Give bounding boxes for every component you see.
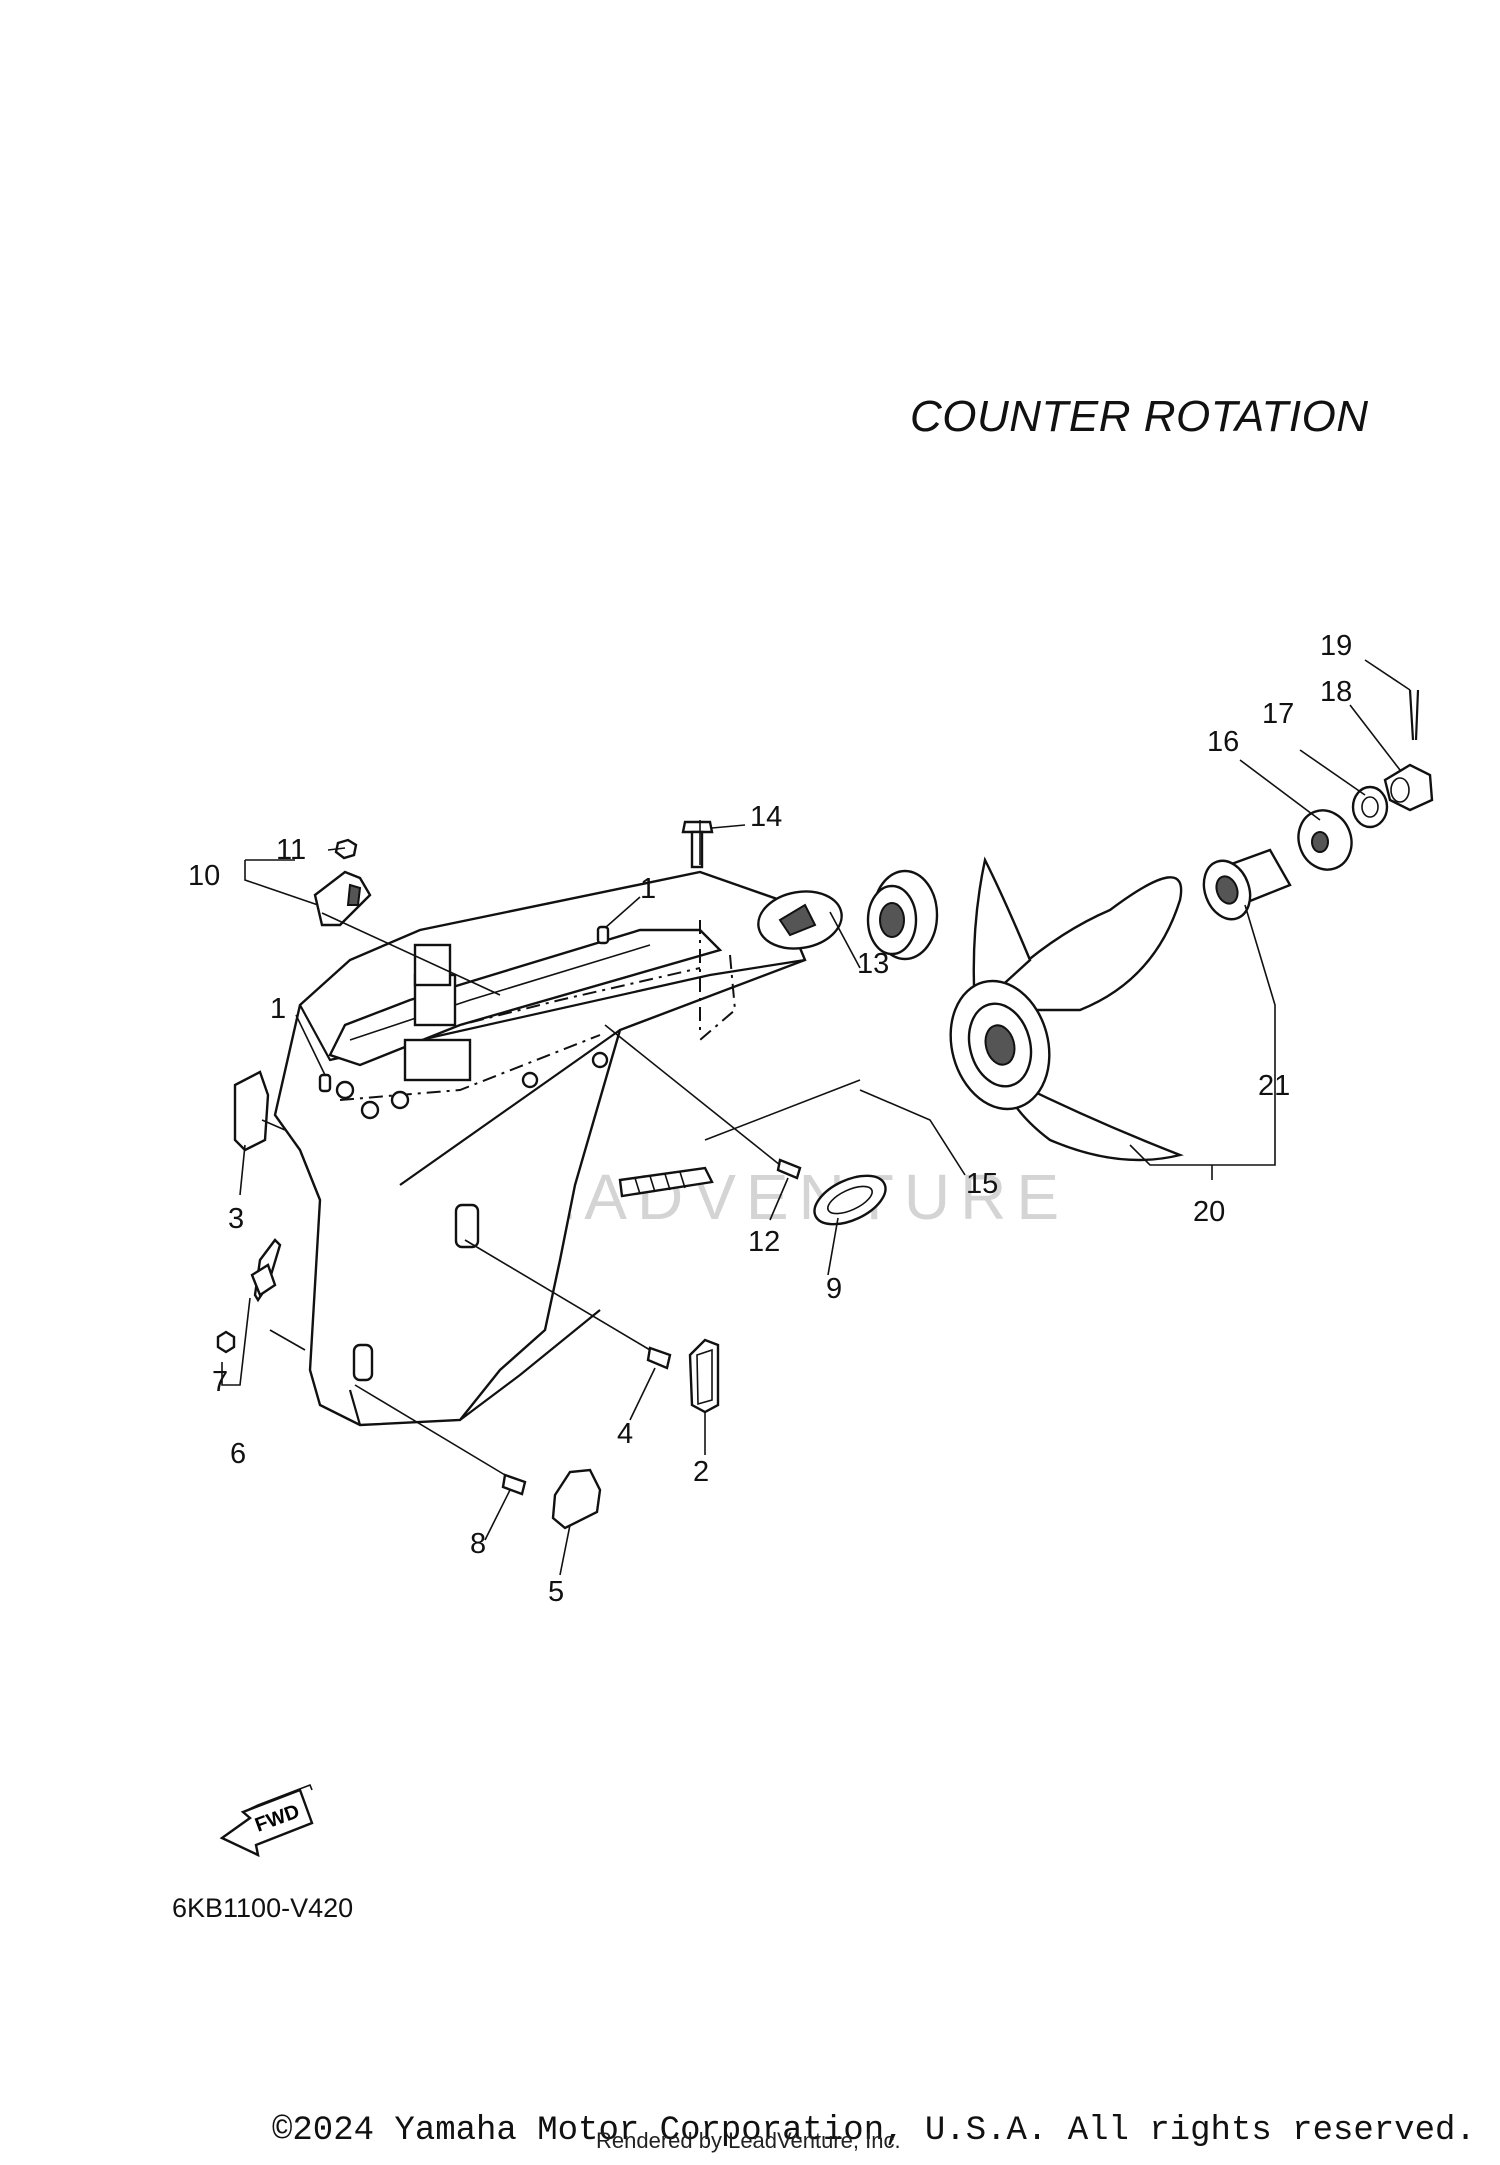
dowel-pin-1a — [596, 925, 610, 945]
fwd-arrow-icon: FWD — [219, 1783, 314, 1858]
bolt-14 — [681, 820, 714, 869]
callout-7: 7 — [212, 1366, 229, 1398]
callout-18: 18 — [1320, 676, 1353, 708]
bolt-8 — [501, 1473, 527, 1496]
callout-2: 2 — [693, 1456, 710, 1488]
callout-3: 3 — [228, 1203, 245, 1235]
callout-6: 6 — [230, 1438, 247, 1470]
washer-hole — [1311, 831, 1329, 853]
anode-3 — [233, 1070, 270, 1152]
callout-8: 8 — [470, 1528, 487, 1560]
washer-15 — [866, 869, 939, 961]
callout-15: 15 — [966, 1168, 999, 1200]
callout-14: 14 — [750, 801, 783, 833]
callout-20: 20 — [1193, 1196, 1226, 1228]
screw-12 — [776, 1158, 802, 1180]
callout-1a: 1 — [640, 873, 657, 905]
callout-1b: 1 — [270, 993, 287, 1025]
anode-9 — [813, 1174, 887, 1226]
nut-7 — [216, 1330, 236, 1354]
anode-2 — [688, 1338, 720, 1414]
callout-19: 19 — [1320, 630, 1353, 662]
diagram-code: 6KB1100-V420 — [172, 1893, 354, 1923]
propeller — [949, 856, 1184, 1162]
callout-13: 13 — [857, 948, 890, 980]
rendered-by-text: Rendered by LeadVenture, Inc. — [596, 2128, 901, 2153]
anode-10 — [313, 870, 372, 927]
bolt-4 — [646, 1346, 672, 1370]
callout-11: 11 — [276, 834, 307, 866]
callout-4: 4 — [617, 1418, 634, 1450]
anode-5 — [551, 1468, 602, 1530]
callout-16: 16 — [1207, 726, 1240, 758]
nut-11 — [334, 838, 358, 860]
callout-10: 10 — [188, 860, 221, 892]
washer-17 — [1351, 785, 1389, 829]
lower-case-housing — [273, 870, 807, 1427]
callout-5: 5 — [548, 1576, 565, 1608]
callout-12: 12 — [748, 1226, 781, 1258]
anode-13 — [757, 890, 843, 950]
callout-9: 9 — [826, 1273, 843, 1305]
dowel-pin-1b — [318, 1073, 332, 1093]
spacer-bushing — [1202, 848, 1292, 921]
diagram-title: COUNTER ROTATION — [910, 392, 1369, 441]
leader-lines — [221, 659, 1411, 1576]
cotter-pin — [1408, 689, 1420, 741]
callout-21: 21 — [1258, 1070, 1291, 1102]
copyright-text: ©2024 Yamaha Motor Corporation, U.S.A. A… — [272, 2112, 1476, 2150]
callout-17: 17 — [1262, 698, 1295, 730]
